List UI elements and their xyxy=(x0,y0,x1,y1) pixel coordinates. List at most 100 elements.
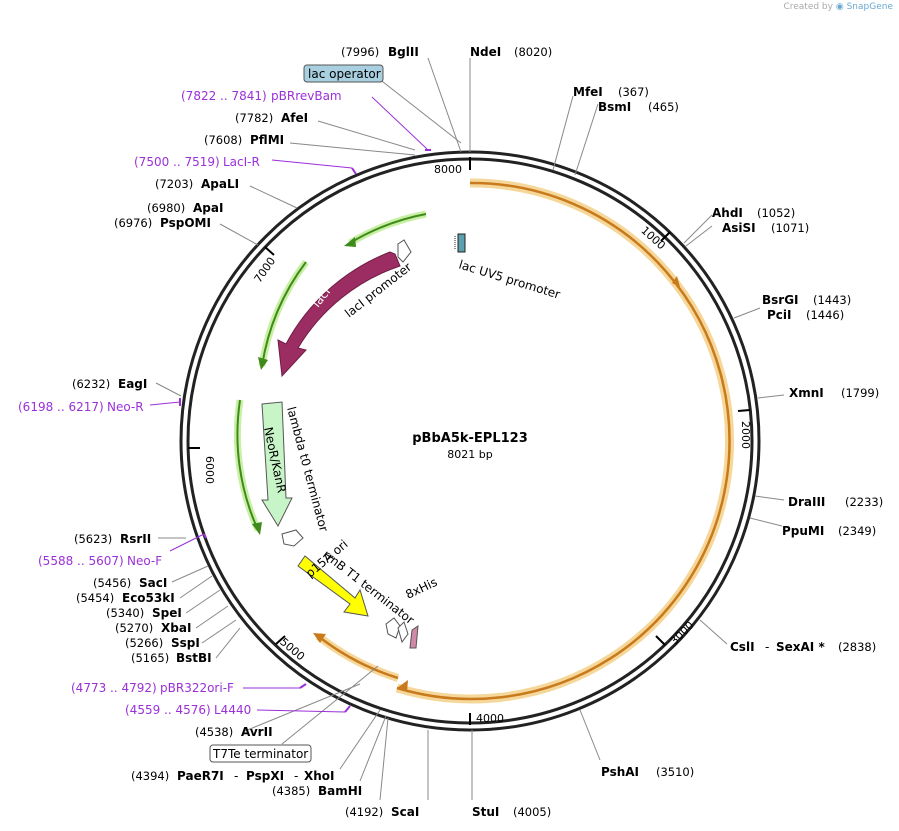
primer-leader-lines xyxy=(149,96,428,713)
site-pspOMI-name: PspOMI xyxy=(160,216,211,230)
green-feature-2-arrowhead xyxy=(258,357,268,370)
credit-brand: SnapGene xyxy=(846,2,893,12)
site-apaLI-pos: (7203) xyxy=(155,177,193,191)
leader-lines xyxy=(155,57,785,801)
site-xhoI-name: XhoI xyxy=(304,769,335,783)
site-xmnI-name: XmnI xyxy=(789,386,824,400)
site-separator: - xyxy=(234,769,238,783)
site-afeI-name: AfeI xyxy=(281,111,308,125)
primer-lacI-R-name: LacI-R xyxy=(223,155,260,169)
lambda-t0-terminator-arrow xyxy=(281,529,304,547)
site-scaI-name: ScaI xyxy=(391,805,419,819)
site-rsrII-name: RsrII xyxy=(120,532,151,546)
tick-marks xyxy=(188,157,751,725)
primer-lacI-R-range: (7500 .. 7519) xyxy=(134,155,220,169)
site-pshAI-pos: (3510) xyxy=(656,765,694,779)
primer-neo-R-range: (6198 .. 6217) xyxy=(18,400,104,414)
rrnB-T1-terminator-arrow-2 xyxy=(397,621,409,644)
site-asiSI-name: AsiSI xyxy=(722,221,756,235)
site-mfeI-pos: (367) xyxy=(618,85,649,99)
green-feature-3-arrowhead xyxy=(252,522,262,535)
snapgene-credit: Created by ◉ SnapGene xyxy=(783,2,893,12)
green-feature-3-glow xyxy=(233,399,262,532)
tick-7000-mark xyxy=(264,246,275,256)
credit-prefix: Created by xyxy=(783,2,833,12)
green-feature-2-arc xyxy=(261,261,307,367)
primer-neo-R-name: Neo-R xyxy=(107,400,144,414)
green-feature-1-arrowhead xyxy=(344,237,356,247)
site-bamHI-name: BamHI xyxy=(318,784,362,798)
lacUV5-promoter-label: lac UV5 promoter xyxy=(457,257,562,301)
site-ahdI-name: AhdI xyxy=(712,206,743,220)
site-bglII-pos: (7996) xyxy=(341,45,379,59)
site-eco53kI-name: Eco53kI xyxy=(122,591,175,605)
site-avrII-name: AvrII xyxy=(241,725,273,739)
primer-marks xyxy=(179,149,431,713)
site-ahdI-pos: (1052) xyxy=(757,206,795,220)
site-sacI-name: SacI xyxy=(139,576,167,590)
lac-operator-box xyxy=(303,64,384,83)
primer-pBRrevBam-range: (7822 .. 7841) xyxy=(181,89,267,103)
site-xbaI-name: XbaI xyxy=(161,621,191,635)
orange-feature-arrowhead-mid xyxy=(672,276,680,287)
site-eagI-name: EagI xyxy=(118,377,147,391)
site-paeR7I-name: PaeR7I xyxy=(177,769,224,783)
orange-feature-2-arc xyxy=(317,635,399,680)
site-pspOMI-pos: (6976) xyxy=(114,216,152,230)
site-ndeI-pos: (8020) xyxy=(514,45,552,59)
site-pciI-name: PciI xyxy=(767,308,792,322)
lacUV5-promoter-marker xyxy=(457,233,466,253)
tick-label-2000: 2000 xyxy=(739,421,752,449)
site-ndeI-name: NdeI xyxy=(470,45,501,59)
green-feature-1-glow xyxy=(348,210,427,247)
orange-feature-arc xyxy=(396,181,731,701)
plasmid-name: pBbA5k-EPL123 xyxy=(412,431,528,446)
site-separator: - xyxy=(294,769,298,783)
site-eco53kI-pos: (5454) xyxy=(76,591,114,605)
site-bstBI-name: BstBI xyxy=(176,651,212,665)
site-eagI-pos: (6232) xyxy=(72,377,110,391)
site-bamHI-pos: (4385) xyxy=(272,784,310,798)
lacI-arrow xyxy=(277,251,401,378)
orange-feature-2-arrowhead xyxy=(313,633,326,643)
site-bsmI-name: BsmI xyxy=(598,100,631,114)
site-stuI-pos: (4005) xyxy=(513,805,551,819)
primer-pBRrevBam-name: pBRrevBam xyxy=(271,89,342,103)
tick-1000-mark xyxy=(660,231,671,242)
site-sacI-pos: (5456) xyxy=(93,576,131,590)
t7te-terminator-label: T7Te terminator xyxy=(212,747,308,761)
green-feature-3-arc xyxy=(236,399,259,531)
site-ppuMI-pos: (2349) xyxy=(838,524,876,538)
site-draIII-name: DraIII xyxy=(788,495,825,509)
site-rsrII-pos: (5623) xyxy=(74,532,112,546)
tick-5000-mark xyxy=(275,635,286,645)
site-stuI-name: StuI xyxy=(472,805,499,819)
site-pflMI-pos: (7608) xyxy=(204,133,242,147)
tick-3000-mark xyxy=(655,635,666,646)
site-bsmI-pos: (465) xyxy=(648,100,679,114)
tick-2000-mark xyxy=(737,409,751,412)
site-apaLI-name: ApaLI xyxy=(201,177,239,191)
lacI-promoter-arrow xyxy=(397,239,412,263)
site-cslI-name: CslI xyxy=(730,640,755,654)
tick-label-8000: 8000 xyxy=(434,163,462,176)
site-xbaI-pos: (5270) xyxy=(115,621,153,635)
site-speI-pos: (5340) xyxy=(106,606,144,620)
site-bsrGI-name: BsrGI xyxy=(762,293,799,307)
site-afeI-pos: (7782) xyxy=(235,111,273,125)
orange-feature-arrowhead-end xyxy=(397,680,408,692)
primer-L4440-range: (4559 .. 4576) xyxy=(125,703,211,717)
site-pflMI-name: PflMI xyxy=(250,133,284,147)
site-asiSI-pos: (1071) xyxy=(771,221,809,235)
site-bglII-name: BglII xyxy=(388,45,419,59)
8xHis-label: 8xHis xyxy=(403,575,439,602)
primer-L4440-name: L4440 xyxy=(214,703,251,717)
site-paeR7I-pos: (4394) xyxy=(131,769,169,783)
site-apaI-name: ApaI xyxy=(193,201,223,215)
site-scaI-pos: (4192) xyxy=(345,805,383,819)
site-avrII-pos: (4538) xyxy=(195,725,233,739)
lambda-t0-terminator-label: lambda t0 terminator xyxy=(284,405,331,533)
plasmid-length: 8021 bp xyxy=(447,448,492,461)
site-cslI-pos: (2838) xyxy=(838,640,876,654)
